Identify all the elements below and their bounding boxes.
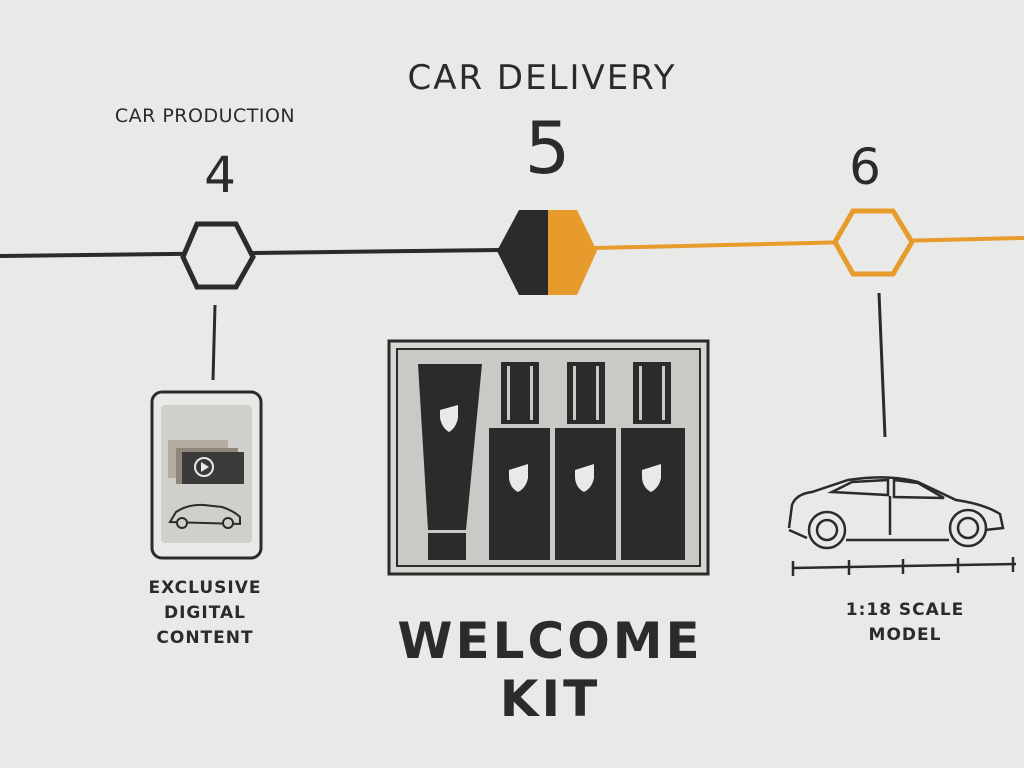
caption-line: EXCLUSIVE xyxy=(148,578,262,598)
node-5-hexagon xyxy=(497,210,597,295)
scale-model-caption: 1:18 SCALE MODEL xyxy=(820,598,990,648)
node-6-hexagon xyxy=(832,208,915,277)
timeline-line-upcoming xyxy=(594,236,1024,250)
connector-4 xyxy=(211,304,217,381)
caption-line: CONTENT xyxy=(156,628,254,648)
caption-line: 1:18 SCALE xyxy=(845,600,965,620)
stage-5-label: CAR DELIVERY xyxy=(407,58,677,98)
caption-line: KIT xyxy=(499,670,601,728)
car-model-icon xyxy=(787,476,1017,576)
connector-6 xyxy=(877,292,887,438)
digital-content-caption: EXCLUSIVE DIGITAL CONTENT xyxy=(120,576,290,651)
stage-4-number: 4 xyxy=(204,146,236,204)
stage-4-label: CAR PRODUCTION xyxy=(114,105,296,127)
caption-line: WELCOME xyxy=(397,612,703,670)
node-4-hexagon xyxy=(180,221,256,290)
stage-5-number: 5 xyxy=(524,106,571,190)
welcome-kit-icon xyxy=(387,339,710,576)
welcome-kit-caption: WELCOME KIT xyxy=(380,612,720,728)
phone-icon xyxy=(150,390,263,560)
caption-line: DIGITAL xyxy=(164,603,246,623)
stage-6-number: 6 xyxy=(849,138,881,196)
caption-line: MODEL xyxy=(868,625,942,645)
